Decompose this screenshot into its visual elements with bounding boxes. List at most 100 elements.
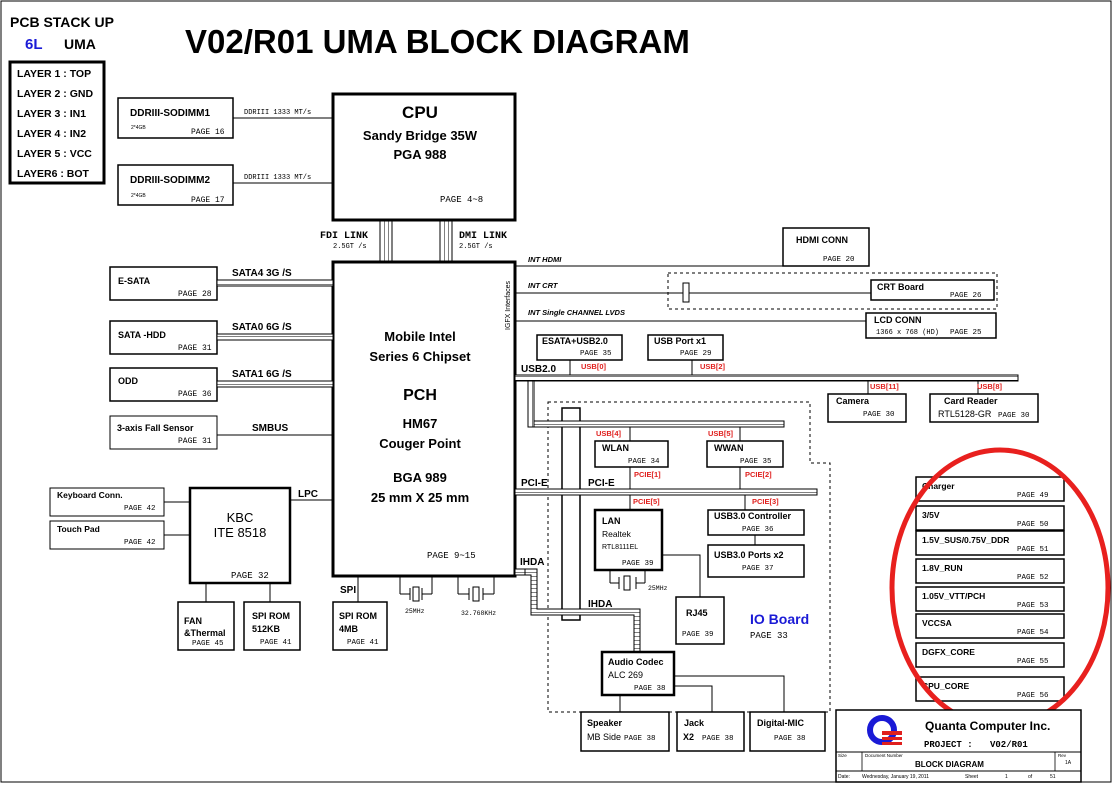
dimm2-bus: DDRIII 1333 MT/s: [244, 174, 311, 182]
lan-title: LAN: [602, 516, 621, 526]
fall-sensor-page: PAGE 31: [178, 437, 212, 446]
audio-codec-chip: ALC 269: [608, 670, 643, 680]
company-name: Quanta Computer Inc.: [925, 719, 1050, 733]
power-rail-page: PAGE 50: [1017, 521, 1049, 529]
pcie-bus: [514, 488, 818, 496]
kbc-chip: ITE 8518: [214, 525, 267, 540]
lcd-conn-title: LCD CONN: [874, 315, 922, 325]
wwan-pcie: PCIE[2]: [745, 470, 772, 479]
crt-board-page: PAGE 26: [950, 292, 982, 300]
spirom-pch-size: 4MB: [339, 624, 359, 634]
usb3-ports-title: USB3.0 Ports x2: [714, 550, 784, 560]
usb-port-box: [647, 334, 724, 361]
pch-line1: Mobile Intel: [384, 329, 456, 344]
wwan-page: PAGE 35: [740, 458, 772, 466]
dimm1-page: PAGE 16: [191, 128, 225, 137]
camera-title: Camera: [836, 396, 870, 406]
spirom-kbc-size: 512KB: [252, 624, 281, 634]
wlan-box: [594, 440, 669, 468]
rj45-page: PAGE 39: [682, 631, 714, 639]
cpu-box: [331, 92, 517, 222]
of-label: of: [1028, 774, 1033, 780]
power-rail-page: PAGE 56: [1017, 692, 1049, 700]
spirom-pch-title: SPI ROM: [339, 611, 377, 621]
kbc-title: KBC: [227, 510, 254, 525]
usb3-controller-box: [707, 509, 805, 536]
card-reader-port: USB[8]: [977, 382, 1003, 391]
io-board-page: PAGE 33: [750, 631, 788, 641]
docnum-label: Document Number: [865, 753, 903, 758]
pch-line5: Couger Point: [379, 436, 461, 451]
fan-title: FAN: [184, 616, 202, 626]
usb-port-page: PAGE 29: [680, 350, 712, 358]
stackup-count: 6L: [25, 36, 43, 53]
int-hdmi-label: INT HDMI: [528, 255, 562, 264]
keyboard-page: PAGE 42: [124, 505, 156, 513]
spirom-kbc-page: PAGE 41: [260, 639, 292, 647]
fall-sensor-box: [109, 415, 218, 450]
hdmi-conn-title: HDMI CONN: [796, 235, 848, 245]
digital-mic-box: [749, 711, 826, 752]
audio-codec-box: [600, 650, 676, 697]
fan-page: PAGE 45: [192, 640, 224, 648]
usb3-controller-page: PAGE 36: [742, 526, 774, 534]
hdd-page: PAGE 31: [178, 344, 212, 353]
esata-usb-page: PAGE 35: [580, 350, 612, 358]
crystal-25mhz: [399, 576, 433, 602]
int-lvds-label: INT Single CHANNEL LVDS: [528, 308, 625, 317]
rev-value: 1A: [1065, 760, 1072, 766]
audio-codec-page: PAGE 38: [634, 685, 666, 693]
io-board-region: [547, 401, 831, 713]
fan-box: [177, 601, 235, 651]
ihda-label-io: IHDA: [588, 599, 612, 610]
smbus-label: SMBUS: [252, 423, 288, 434]
speaker-title: Speaker: [587, 718, 623, 728]
lan-page: PAGE 39: [622, 560, 654, 568]
card-reader-sub: RTL5128-GR: [938, 409, 992, 419]
odd-page: PAGE 36: [178, 390, 212, 399]
power-rail-box: [915, 530, 1065, 556]
power-rail-page: PAGE 51: [1017, 546, 1049, 554]
pch-box: [331, 260, 517, 578]
speaker-box: [580, 711, 670, 752]
jack-page: PAGE 38: [702, 735, 734, 743]
power-rail-name: Charger: [922, 481, 955, 491]
pch-line6: BGA 989: [393, 470, 447, 485]
cpu-page: PAGE 4~8: [440, 195, 483, 205]
usb3-ports-page: PAGE 37: [742, 565, 774, 573]
fdi-speed: 2.5GT /s: [333, 243, 367, 251]
camera-box: [827, 393, 907, 423]
hdd-title: SATA -HDD: [118, 330, 166, 340]
power-rail-box: [915, 676, 1065, 702]
stackup-layer-1: LAYER 1 : TOP: [17, 68, 91, 80]
stackup-layer-2: LAYER 2 : GND: [17, 88, 93, 100]
crystal-25mhz-label: 25MHz: [405, 608, 425, 615]
kbc-page: PAGE 32: [231, 571, 269, 581]
pch-line3: PCH: [403, 387, 437, 404]
wwan-title: WWAN: [714, 443, 744, 453]
jack-sub: X2: [683, 732, 694, 742]
date-value: Wednesday, January 19, 2011: [862, 774, 929, 780]
stackup-layer-3: LAYER 3 : IN1: [17, 108, 86, 120]
total-sheets: 51: [1050, 774, 1056, 780]
esata-usb-title: ESATA+USB2.0: [542, 336, 608, 346]
rev-label: Rev: [1058, 753, 1067, 758]
sheet-value: 1: [1005, 774, 1008, 780]
touchpad-title: Touch Pad: [57, 524, 100, 534]
ihda-bus: [524, 568, 641, 653]
spirom-pch-page: PAGE 41: [347, 639, 379, 647]
esata-usb-box: [536, 334, 623, 361]
camera-port: USB[11]: [870, 382, 899, 391]
pcie-label: PCI-E: [521, 478, 548, 489]
dimm2-page: PAGE 17: [191, 196, 225, 205]
dimm2-sub: 2*4GB: [131, 193, 146, 199]
cpu-line2: PGA 988: [394, 147, 447, 162]
hdmi-conn-box: [782, 227, 870, 267]
dmi-link-bus: [439, 220, 453, 262]
dmi-speed: 2.5GT /s: [459, 243, 493, 251]
power-rail-page: PAGE 53: [1017, 602, 1049, 610]
dimm2-box: [117, 164, 234, 206]
hdd-box: [109, 320, 218, 355]
io-board-title: IO Board: [750, 611, 809, 627]
